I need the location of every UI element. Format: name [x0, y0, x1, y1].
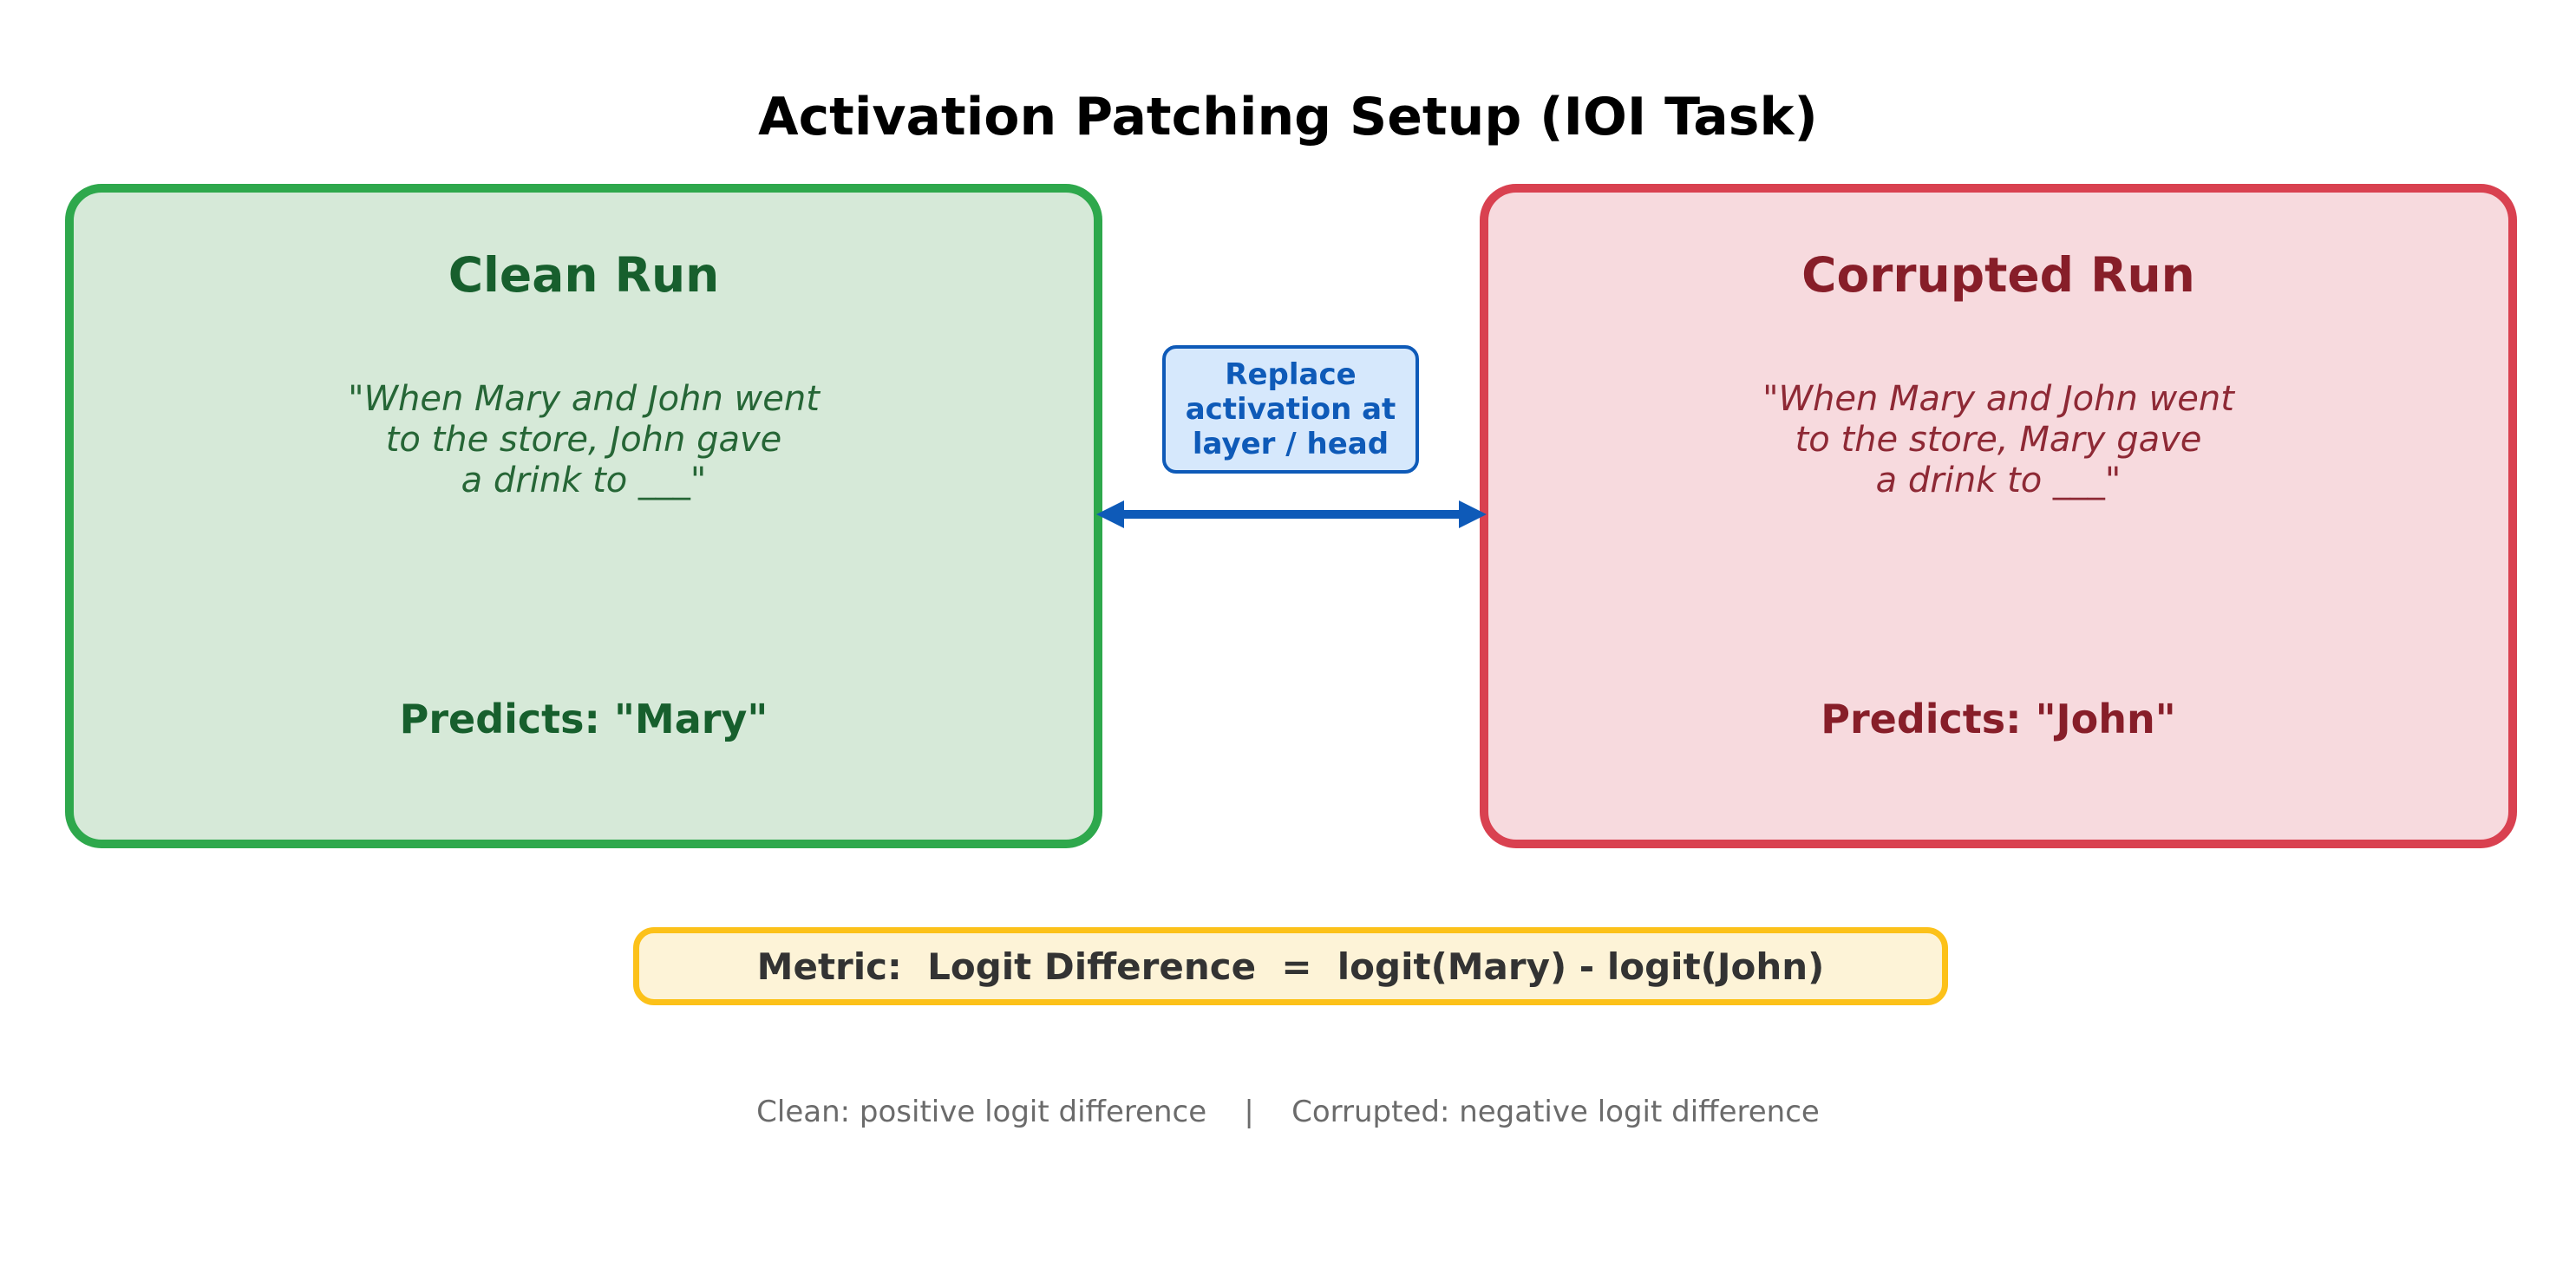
clean-run-heading: Clean Run [448, 247, 720, 303]
corrupted-run-box: Corrupted Run "When Mary and John went t… [1480, 184, 2517, 848]
clean-prompt-line-2: to the store, John gave [385, 420, 782, 460]
metric-text: Metric: Logit Difference = logit(Mary) -… [756, 945, 1825, 988]
metric-box: Metric: Logit Difference = logit(Mary) -… [633, 927, 1948, 1005]
clean-prompt-line-3: a drink to ___" [461, 461, 707, 500]
clean-prompt-line-1: "When Mary and John went [348, 379, 820, 419]
corrupted-prompt-line-2: to the store, Mary gave [1795, 420, 2202, 460]
corrupted-prompt-line-3: a drink to ___" [1875, 461, 2122, 500]
clean-run-prompt: "When Mary and John went to the store, J… [74, 379, 1094, 501]
corrupted-run-prediction: Predicts: "John" [1821, 696, 2176, 742]
corrupted-prompt-line-1: "When Mary and John went [1762, 379, 2234, 419]
footer-note: Clean: positive logit difference | Corru… [756, 1095, 1820, 1129]
clean-run-prediction: Predicts: "Mary" [399, 696, 768, 742]
clean-run-box: Clean Run "When Mary and John went to th… [65, 184, 1102, 848]
bidirectional-arrow-icon [1096, 500, 1487, 528]
corrupted-run-heading: Corrupted Run [1801, 247, 2195, 303]
patch-activation-label: Replace activation at layer / head [1162, 345, 1419, 474]
corrupted-run-prompt: "When Mary and John went to the store, M… [1488, 379, 2508, 501]
page-title: Activation Patching Setup (IOI Task) [758, 87, 1818, 147]
